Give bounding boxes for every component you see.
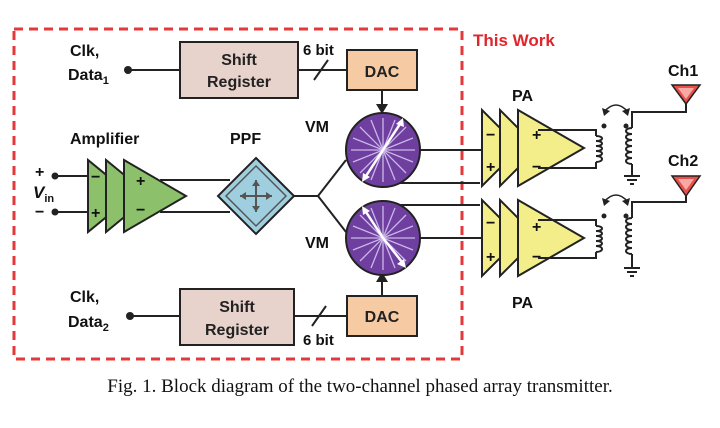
dac-bottom-label: DAC: [365, 309, 400, 326]
dac-top: [346, 49, 418, 91]
clk-data2-label-line1: Clk,: [70, 289, 99, 306]
figure-caption: Fig. 1. Block diagram of the two-channel…: [107, 376, 613, 397]
ppf-label: PPF: [230, 131, 261, 148]
vin-label-sub: in: [44, 193, 54, 205]
dac-top-label: DAC: [365, 64, 400, 81]
amplifier-label: Amplifier: [70, 131, 139, 148]
block-diagram: This Work Clk, Data1 Shift Register 6 bi…: [12, 27, 702, 361]
vm-bottom-label: VM: [305, 235, 329, 252]
clk-data1-label-line2: Data1: [68, 67, 109, 87]
shift-register-top-label1: Shift: [221, 52, 257, 69]
clk-data2-data-text: Data: [68, 314, 103, 331]
clk-data1-terminal: [124, 66, 132, 74]
pa-top-symbol: [481, 107, 587, 189]
shift-register-bottom-label2: Register: [205, 322, 269, 339]
vm-bottom-symbol: [345, 200, 421, 276]
shift-register-bottom-label1: Shift: [219, 299, 255, 316]
bus-width-top: 6 bit: [303, 42, 334, 59]
pa-bottom-in-plus: +: [486, 249, 495, 266]
bus-width-bottom: 6 bit: [303, 332, 334, 349]
amp-input-minus: −: [91, 169, 100, 186]
pa-top-in-plus: +: [486, 159, 495, 176]
clk-data2-subscript: 2: [103, 322, 109, 334]
pa-top-in-minus: −: [486, 127, 495, 144]
vin-label-v: V: [33, 183, 46, 202]
pa-bottom-out-minus: −: [532, 249, 541, 266]
amp-output-plus: +: [136, 173, 145, 190]
pa-top-out-plus: +: [532, 127, 541, 144]
ch1-label: Ch1: [668, 63, 698, 80]
pa-bottom-label: PA: [512, 295, 533, 312]
ch2-label: Ch2: [668, 153, 698, 170]
vin-plus-sign: +: [35, 164, 44, 181]
pa-bottom-in-minus: −: [486, 215, 495, 232]
pa-bottom-out-plus: +: [532, 219, 541, 236]
amp-input-plus: +: [91, 205, 100, 222]
vm-top-label: VM: [305, 119, 329, 136]
vin-label: Vin: [33, 183, 54, 205]
clk-data2-label-line2: Data2: [68, 314, 109, 334]
amp-output-minus: −: [136, 202, 145, 219]
shift-register-top-label2: Register: [207, 74, 271, 91]
pa-top-out-minus: −: [532, 159, 541, 176]
clk-data1-label-line1: Clk,: [70, 43, 99, 60]
this-work-label: This Work: [473, 31, 555, 50]
pa-top-label: PA: [512, 88, 533, 105]
clk-data1-data-text: Data: [68, 67, 103, 84]
clk-data1-subscript: 1: [103, 75, 109, 87]
vm-top-symbol: [345, 112, 421, 188]
amplifier-symbol: [87, 157, 188, 235]
clk-data2-terminal: [126, 312, 134, 320]
vin-minus-sign: −: [35, 204, 44, 221]
ppf-symbol: [216, 156, 296, 236]
